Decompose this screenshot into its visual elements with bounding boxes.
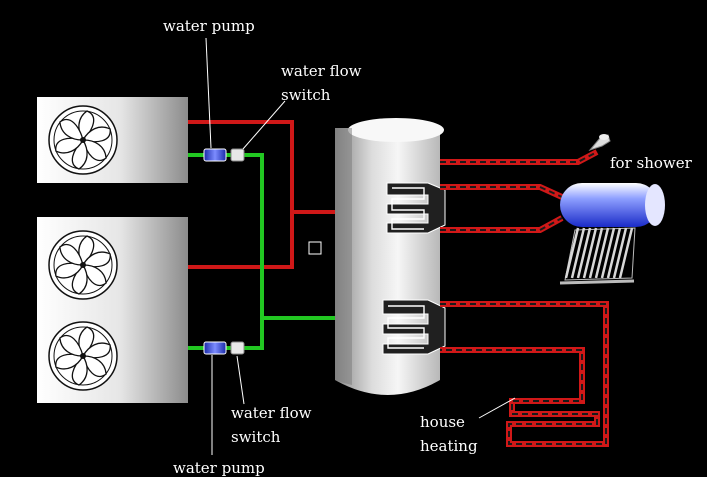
cold-pipe-upper xyxy=(188,153,350,320)
hot-water-pipes xyxy=(188,120,350,269)
fan-icon xyxy=(48,230,118,300)
annotations xyxy=(205,37,516,455)
label-flow-switch-bottom-2: switch xyxy=(231,428,281,446)
shower-head-icon xyxy=(588,134,611,152)
indicator-square xyxy=(308,241,322,255)
hot-pipe-lower xyxy=(188,212,294,269)
fan-icon xyxy=(48,105,118,175)
label-water-pump-bottom: water pump xyxy=(173,459,265,477)
label-for-shower: for shower xyxy=(610,154,693,172)
cold-water-pipes xyxy=(188,153,350,350)
fan-icon xyxy=(48,321,118,391)
leader-line-switch-top xyxy=(242,100,286,150)
label-water-pump-top: water pump xyxy=(163,17,255,35)
flow-switch-icon xyxy=(230,148,245,162)
label-house-heating-2: heating xyxy=(420,437,478,455)
leader-line-pump-top xyxy=(205,37,212,149)
shower-supply-pipe xyxy=(440,149,599,165)
heat-exchanger-coil-icon xyxy=(382,299,446,355)
heat-pump-unit-bottom xyxy=(37,217,188,403)
flow-switch-icon xyxy=(230,341,245,355)
water-pump-icon xyxy=(203,341,227,355)
house-heating-loop xyxy=(440,301,609,447)
solar-collector-icon xyxy=(559,183,665,285)
label-house-heating: house xyxy=(420,413,465,431)
heat-exchanger-coil-icon xyxy=(386,182,446,234)
label-flow-switch-bottom: water flow xyxy=(231,404,312,422)
heat-pump-unit-top xyxy=(37,97,188,183)
hot-pipe-upper xyxy=(188,120,350,214)
label-flow-switch-top: water flow xyxy=(281,62,362,80)
leader-line-switch-bottom xyxy=(236,355,245,405)
leader-line-heating xyxy=(478,397,516,419)
water-pump-icon xyxy=(203,148,227,162)
solar-loop-pipes xyxy=(440,184,564,233)
label-flow-switch-top-2: switch xyxy=(281,86,331,104)
